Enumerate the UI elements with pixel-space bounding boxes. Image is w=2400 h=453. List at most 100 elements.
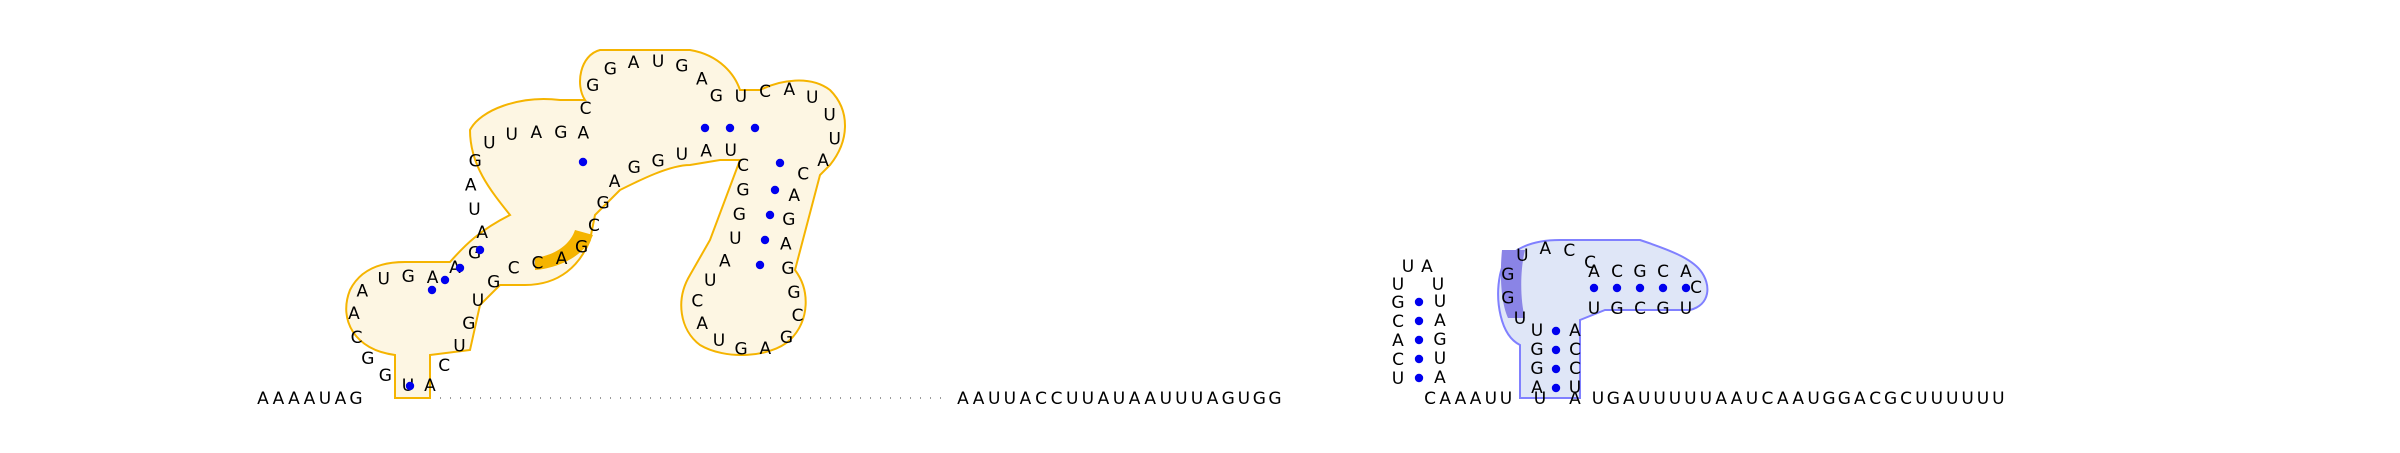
nucleotide-linker: U (1175, 389, 1187, 409)
yellow-base-pair-dot (455, 263, 465, 273)
nucleotide-linker: A (1098, 389, 1110, 409)
yellow-domain-nucleotide: A (348, 304, 360, 324)
nucleotide-linker: U (1238, 389, 1250, 409)
yellow-base-pair-dot (750, 123, 760, 133)
yellow-domain-outline (345, 49, 846, 399)
blue-stem-right-nucleotide: U (1569, 378, 1581, 398)
blue-helix-pair-dot (1681, 283, 1691, 293)
yellow-domain-nucleotide: A (476, 223, 488, 243)
yellow-domain-nucleotide: U (829, 130, 841, 150)
yellow-domain-nucleotide: G (604, 59, 617, 79)
yellow-base-pair-dot (775, 158, 785, 168)
nucleotide-5prime: U (319, 389, 331, 409)
yellow-domain-nucleotide: A (556, 249, 568, 269)
blue-loop-nucleotide: C (1563, 241, 1575, 261)
yellow-domain-nucleotide: C (580, 99, 592, 119)
hairpin-right-nucleotide: A (1434, 368, 1446, 388)
hairpin-base-pair-dot (1414, 335, 1424, 345)
yellow-domain-nucleotide: C (792, 306, 804, 326)
yellow-base-pair-dot (755, 260, 765, 270)
nucleotide-5prime: A (304, 389, 316, 409)
nucleotide-3prime: C (1869, 389, 1881, 409)
nucleotide-linker: A (973, 389, 985, 409)
yellow-domain-nucleotide: A (817, 151, 829, 171)
yellow-domain-nucleotide: U (652, 52, 664, 72)
nucleotide-5prime: A (335, 389, 347, 409)
nucleotide-linker: C (1051, 389, 1063, 409)
blue-stem-pair-dot (1551, 383, 1561, 393)
hairpin-right-nucleotide: U (1434, 349, 1446, 369)
yellow-domain-nucleotide: U (453, 337, 465, 357)
blue-stem-left-nucleotide: G (1530, 359, 1543, 379)
hairpin-left-nucleotide: A (1392, 331, 1404, 351)
nucleotide-5prime: A (288, 389, 300, 409)
nucleotide-3prime: U (1946, 389, 1958, 409)
yellow-domain-nucleotide: C (759, 82, 771, 102)
blue-stem-pair-dot (1551, 326, 1561, 336)
nucleotide-3prime: U (1592, 389, 1604, 409)
blue-helix-top-nucleotide: A (1680, 262, 1692, 282)
hairpin-left-nucleotide: U (1392, 369, 1404, 389)
yellow-domain-nucleotide: C (737, 156, 749, 176)
yellow-domain-nucleotide: A (356, 282, 368, 302)
yellow-domain-nucleotide: A (530, 123, 542, 143)
blue-domain-outline (1497, 239, 1709, 399)
nucleotide-3prime: U (1746, 389, 1758, 409)
nucleotide-3prime: U (1669, 389, 1681, 409)
hairpin-base-pair-dot (1414, 354, 1424, 364)
nucleotide-3prime: U (1807, 389, 1819, 409)
blue-stem-left-nucleotide: U (1531, 321, 1543, 341)
blue-helix-bottom-nucleotide: U (1588, 299, 1600, 319)
blue-helix-top-nucleotide: G (1633, 262, 1646, 282)
yellow-domain-nucleotide: G (469, 152, 482, 172)
yellow-domain-nucleotide: U (378, 270, 390, 290)
yellow-domain-nucleotide: G (710, 87, 723, 107)
nucleotide-linker: A (1129, 389, 1141, 409)
yellow-domain-nucleotide: G (781, 259, 794, 279)
nucleotide-3prime: U (1977, 389, 1989, 409)
hairpin-left-nucleotide: C (1392, 350, 1404, 370)
yellow-domain-nucleotide: G (379, 366, 392, 386)
yellow-base-pair-dot (427, 285, 437, 295)
yellow-domain-nucleotide: G (554, 123, 567, 143)
yellow-domain-nucleotide: C (508, 258, 520, 278)
yellow-base-pair-dot (405, 381, 415, 391)
blue-helix-pair-dot (1612, 283, 1622, 293)
nucleotide-3prime: A (1854, 389, 1866, 409)
blue-helix-bottom-nucleotide: G (1610, 299, 1623, 319)
yellow-domain-nucleotide: U (704, 271, 716, 291)
hairpin-base-pair-dot (1414, 316, 1424, 326)
yellow-domain-nucleotide: U (713, 331, 725, 351)
yellow-domain-nucleotide: G (787, 283, 800, 303)
nucleotide-linker: U (1500, 389, 1512, 409)
yellow-domain-nucleotide: G (736, 180, 749, 200)
blue-helix-bottom-nucleotide: G (1656, 299, 1669, 319)
nucleotide-linker: U (1160, 389, 1172, 409)
yellow-domain-nucleotide: G (734, 340, 747, 360)
blue-helix-top-nucleotide: C (1611, 262, 1623, 282)
yellow-domain-nucleotide: C (532, 254, 544, 274)
hairpin-right-nucleotide: U (1434, 292, 1446, 312)
yellow-domain-nucleotide: U (676, 145, 688, 165)
blue-helix-top-nucleotide: C (1657, 262, 1669, 282)
blue-loop-nucleotide: C (1584, 253, 1596, 273)
nucleotide-linker: A (1207, 389, 1219, 409)
nucleotide-3prime: G (1607, 389, 1620, 409)
nucleotide-linker: U (1004, 389, 1016, 409)
blue-stem-right-nucleotide: C (1569, 359, 1581, 379)
blue-helix-top-nucleotide: A (1588, 262, 1600, 282)
nucleotide-3prime: A (1731, 389, 1743, 409)
yellow-base-pair-dot (760, 235, 770, 245)
nucleotide-3prime: A (1777, 389, 1789, 409)
nucleotide-5prime: A (257, 389, 269, 409)
nucleotide-linker: A (1144, 389, 1156, 409)
nucleotide-3prime: U (1638, 389, 1650, 409)
hairpin-loop-nucleotide: U (1392, 275, 1404, 295)
yellow-base-pair-dot (765, 210, 775, 220)
hairpin-loop-nucleotide: A (1421, 257, 1433, 277)
yellow-base-pair-dot (770, 185, 780, 195)
hairpin-base-pair-dot (1414, 373, 1424, 383)
nucleotide-5prime: G (349, 389, 362, 409)
nucleotide-linker: C (1035, 389, 1047, 409)
